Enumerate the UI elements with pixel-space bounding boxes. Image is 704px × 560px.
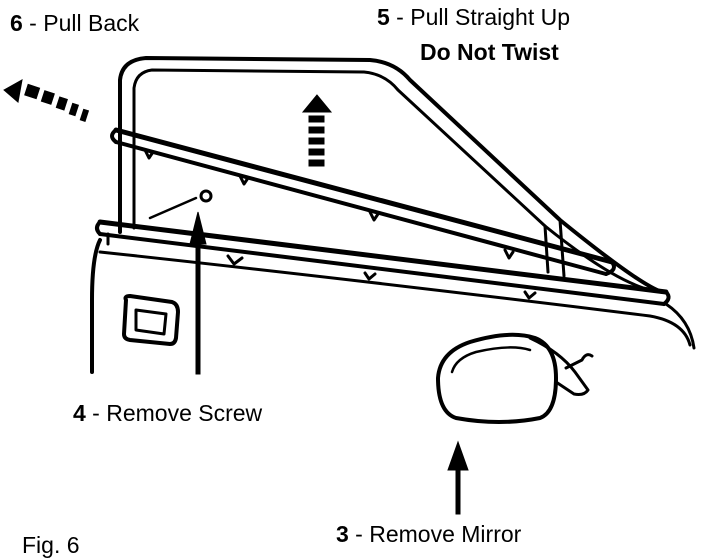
mirror-arrow [447, 440, 469, 515]
window-frame [118, 56, 664, 294]
figure-label: Fig. 6 [22, 532, 80, 558]
step-3-number: 3 [336, 521, 349, 547]
pull-back-arrow [3, 79, 90, 122]
screw-arrow [189, 211, 207, 375]
step-5-warning: Do Not Twist [420, 39, 559, 65]
step-6-number: 6 [10, 10, 23, 36]
step-3-label: 3 - Remove Mirror [336, 521, 521, 547]
step-5-label: 5 - Pull Straight Up [377, 4, 570, 30]
screw [199, 189, 213, 203]
door-handle [122, 294, 180, 346]
door-body [90, 238, 102, 374]
pull-up-arrow [301, 94, 333, 167]
step-4-number: 4 [73, 400, 86, 426]
step-6-label: 6 - Pull Back [10, 10, 139, 36]
step-5-text: - Pull Straight Up [389, 4, 571, 30]
step-6-text: - Pull Back [22, 10, 140, 36]
upper-weatherstrip [113, 127, 615, 265]
step-4-text: - Remove Screw [85, 400, 263, 426]
side-mirror [436, 332, 558, 424]
step-5-number: 5 [377, 4, 390, 30]
belt-molding [97, 219, 669, 295]
step-3-text: - Remove Mirror [348, 521, 522, 547]
step-4-label: 4 - Remove Screw [73, 400, 262, 426]
